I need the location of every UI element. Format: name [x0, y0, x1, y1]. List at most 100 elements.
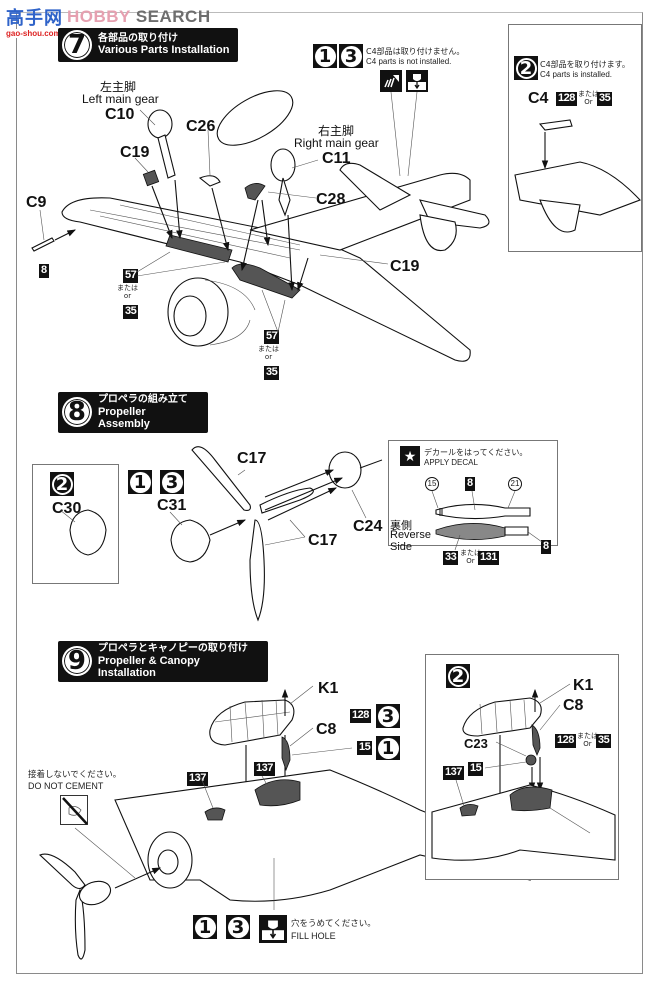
do-not-cement-jp: 接着しないでください。 — [28, 770, 122, 780]
c4-not-installed-jp: C4部品は取り付けません。 — [366, 47, 465, 56]
canopy-part — [216, 90, 294, 146]
propeller-blade-lower — [74, 888, 86, 960]
part-label-k1-v2: K1 — [573, 677, 594, 694]
step-9-title-jp: プロペラとキャノピーの取り付け — [97, 643, 248, 654]
propeller-spinner — [78, 880, 112, 906]
step-9-header: 9 プロペラとキャノピーの取り付け Propeller & Canopy Ins… — [58, 641, 268, 682]
part-label-c28: C28 — [316, 191, 346, 208]
color-code-137-v2-left: 137 — [443, 766, 464, 780]
color-code-128-v2: 128 — [555, 734, 576, 748]
step-7-header: 7 各部品の取り付け Various Parts Installation — [58, 28, 238, 62]
color-code-8-front: 8 — [465, 477, 475, 491]
fuselage-drawing — [249, 172, 471, 251]
part-label-c10: C10 — [105, 106, 135, 123]
color-code-128: 128 — [556, 92, 577, 106]
version-badge-2-step8: 2 — [50, 472, 74, 496]
part-label-c23: C23 — [464, 736, 488, 751]
blade-front-view — [435, 503, 531, 520]
part-label-c8: C8 — [316, 721, 337, 738]
color-code-137-right: 137 — [254, 762, 275, 776]
version-badge-1-step9: 1 — [376, 736, 400, 760]
spinner-c31 — [170, 519, 211, 563]
wing-drawing — [61, 197, 471, 362]
c4-installed-jp: C4部品を取り付けます。 — [540, 60, 630, 69]
part-label-c17-top: C17 — [237, 450, 267, 467]
color-code-33: 33 — [443, 551, 459, 565]
version-badge-1: 1 — [313, 44, 337, 68]
part-label-k1: K1 — [318, 680, 339, 697]
version-badge-2-step9: 2 — [446, 664, 470, 688]
decal-number-21: 21 — [508, 477, 522, 491]
c23-part — [525, 754, 537, 766]
step-8-illustration — [59, 446, 383, 622]
canopy-k1 — [209, 699, 295, 746]
part-label-c8-v2: C8 — [563, 697, 584, 714]
decal-illustration — [431, 490, 543, 551]
right-gear-label-en: Right main gear — [294, 136, 379, 150]
fill-hole-icon — [406, 70, 428, 92]
color-code-15-c8: 15 — [357, 741, 373, 755]
apply-decal-en: APPLY DECAL — [424, 458, 478, 467]
step-7-number: 7 — [62, 30, 92, 60]
color-code-8-tip: 8 — [541, 540, 551, 554]
version-badge-1-step8: 1 — [128, 470, 152, 494]
c4-not-installed-en: C4 parts is not installed. — [366, 57, 452, 66]
watermark-brand: HOBBY SEARCH — [67, 7, 211, 26]
do-not-cement-en: DO NOT CEMENT — [28, 781, 104, 791]
step-7-illustration — [31, 90, 641, 362]
color-code-35-c4: 35 — [597, 92, 613, 106]
propeller-blade-top — [191, 446, 251, 511]
step-8-title-jp: プロペラの組み立て — [97, 394, 188, 405]
fill-hole-en: FILL HOLE — [291, 931, 336, 941]
part-label-c11: C11 — [322, 150, 351, 167]
rear-canopy-brace-c8 — [281, 736, 291, 772]
part-label-c31: C31 — [157, 497, 187, 514]
decal-number-15: 15 — [425, 477, 439, 491]
color-code-35-v2: 35 — [596, 734, 612, 748]
canopy-k1-v2 — [462, 697, 542, 737]
spinner-c30 — [69, 509, 107, 556]
reverse-side-en-2: Side — [390, 541, 413, 553]
fill-hole-icon-step9 — [259, 915, 287, 943]
c4-part — [538, 119, 573, 131]
page-frame — [16, 12, 643, 974]
sand-icon — [380, 70, 402, 92]
step-8-header: 8 プロペラの組み立て Propeller Assembly — [58, 392, 208, 433]
step-7-title-jp: 各部品の取り付け — [98, 32, 178, 44]
part-label-c9: C9 — [26, 194, 47, 211]
left-gear-label-en: Left main gear — [82, 92, 159, 106]
step-8-number: 8 — [62, 397, 92, 428]
color-code-57-right: 57 — [264, 330, 280, 344]
fill-hole-jp: 穴をうめてください。 — [291, 919, 376, 929]
left-gear-label-jp: 左主脚 — [100, 80, 137, 94]
step-9-title-en: Propeller & Canopy Installation — [97, 654, 200, 680]
fuselage-step9 — [114, 769, 531, 902]
color-code-57-left: 57 — [123, 269, 139, 283]
version-badge-3: 3 — [339, 44, 363, 68]
color-code-35-left: 35 — [123, 305, 139, 319]
blade-reverse-view — [435, 523, 506, 540]
step-7-title-en: Various Parts Installation — [98, 44, 230, 57]
part-label-c24: C24 — [353, 518, 383, 535]
color-code-15-c23: 15 — [468, 762, 484, 776]
version-badge-3-fill: 3 — [226, 915, 250, 939]
right-gear-label-jp: 右主脚 — [318, 124, 355, 138]
version-badge-2: 2 — [514, 56, 538, 80]
color-code-137-left: 137 — [187, 772, 208, 786]
apply-decal-jp: デカールをはってください。 — [424, 448, 528, 457]
color-code-128-canopy: 128 — [350, 709, 371, 723]
propeller-blade-bottom — [249, 519, 265, 622]
part-label-c19-left: C19 — [120, 144, 150, 161]
watermark-cn: 高手网 — [6, 8, 63, 29]
color-code-35-right: 35 — [264, 366, 280, 380]
reverse-side-jp: 裏側 — [390, 519, 412, 532]
part-label-c30: C30 — [52, 500, 82, 517]
step-9-number: 9 — [62, 646, 92, 677]
